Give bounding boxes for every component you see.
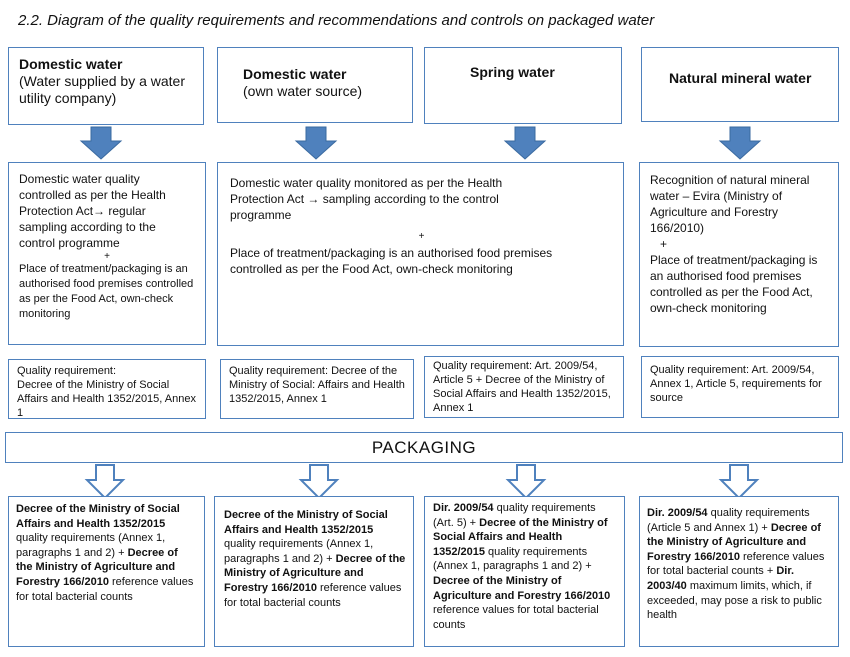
outcome-segment: reference values for total bacterial cou… — [433, 604, 599, 631]
control-text: Domestic water quality controlled as per… — [19, 172, 166, 250]
outcome-segment: reference values for total bacterial cou… — [647, 550, 825, 578]
outcome-box-domestic-utility: Decree of the Ministry of Social Affairs… — [8, 496, 205, 647]
plus-sign: + — [104, 251, 110, 262]
down-arrow-outline-icon — [298, 464, 340, 500]
down-arrow-icon — [294, 126, 338, 160]
outcome-segment: Dir. 2009/54 — [433, 502, 494, 514]
outcome-segment: reference values for total bacterial cou… — [16, 575, 194, 603]
down-arrow-outline-icon — [718, 464, 760, 500]
outcome-segment: Dir. 2009/54 — [647, 507, 708, 519]
header-title: Natural mineral water — [669, 70, 812, 86]
control-text: Place of treatment/packaging is an autho… — [230, 246, 553, 276]
plus-sign: + — [418, 231, 425, 242]
down-arrow-icon — [718, 126, 762, 160]
control-box-natural-mineral-water: Recognition of natural mineral water – E… — [639, 162, 839, 347]
requirement-box-domestic-utility: Quality requirement: Decree of the Minis… — [8, 359, 206, 419]
header-title: Domestic water — [243, 66, 347, 82]
down-arrow-outline-icon — [84, 464, 126, 500]
outcome-segment: quality requirements (Article 5 and Anne… — [647, 507, 810, 534]
outcome-segment: Decree of the Ministry of Agriculture an… — [16, 546, 178, 588]
outcome-segment: Decree of the Ministry of Social Affairs… — [224, 509, 388, 536]
outcome-segment: Decree of the Ministry of Agriculture an… — [224, 552, 406, 594]
header-spring-water: Spring water — [424, 47, 622, 124]
control-text: Place of treatment/packaging is an autho… — [650, 253, 818, 315]
outcome-segment: quality requirements (Annex 1, paragraph… — [16, 532, 166, 559]
requirement-box-domestic-own-source: Quality requirement: Decree of the Minis… — [220, 359, 414, 419]
header-domestic-utility: Domestic water (Water supplied by a wate… — [8, 47, 204, 125]
diagram-title: 2.2. Diagram of the quality requirements… — [18, 12, 655, 29]
header-subtitle: (own water source) — [243, 83, 363, 99]
outcome-segment: Decree of the Ministry of Social Affairs… — [16, 503, 180, 530]
outcome-segment: quality requirements (Annex 1, paragraph… — [224, 538, 374, 565]
down-arrow-outline-icon — [505, 464, 547, 500]
outcome-box-domestic-own-source: Decree of the Ministry of Social Affairs… — [214, 496, 414, 647]
packaging-bar: PACKAGING — [5, 432, 843, 463]
header-natural-mineral-water: Natural mineral water — [641, 47, 839, 122]
outcome-segment: reference values for total bacterial cou… — [224, 581, 402, 609]
control-box-domestic-own-source: Domestic water quality monitored as per … — [217, 162, 624, 346]
outcome-box-natural-mineral-water: Dir. 2009/54 quality requirements (Artic… — [639, 496, 839, 647]
control-box-domestic-utility: Domestic water quality controlled as per… — [8, 162, 206, 345]
header-subtitle: (Water supplied by a water utility compa… — [19, 73, 185, 106]
down-arrow-icon — [503, 126, 547, 160]
outcome-segment: Decree of the Ministry of Social Affairs… — [433, 516, 608, 558]
outcome-segment: Decree of the Ministry of Agriculture an… — [433, 574, 611, 602]
outcome-segment: quality requirements (Annex 1, paragraph… — [433, 545, 592, 573]
outcome-segment: Decree of the Ministry of Agriculture an… — [647, 521, 821, 563]
outcome-segment: Dir. 2003/40 — [647, 565, 795, 592]
plus-sign: + — [660, 237, 668, 251]
header-title: Spring water — [470, 64, 555, 80]
requirement-box-spring-water: Quality requirement: Art. 2009/54, Artic… — [424, 356, 624, 418]
outcome-segment: quality requirements (Art. 5) + — [433, 502, 596, 529]
down-arrow-icon — [79, 126, 123, 160]
outcome-segment: maximum limits, which, if exceeded, may … — [647, 579, 822, 622]
outcome-box-spring-water: Dir. 2009/54 quality requirements (Art. … — [424, 496, 625, 647]
control-text: Recognition of natural mineral water – E… — [650, 173, 810, 235]
control-text: Place of treatment/packaging is an autho… — [19, 263, 194, 320]
header-domestic-own-source: Domestic water (own water source) — [217, 47, 413, 123]
requirement-box-natural-mineral-water: Quality requirement: Art. 2009/54, Annex… — [641, 356, 839, 418]
header-title: Domestic water — [19, 56, 123, 72]
control-text: Domestic water quality monitored as per … — [230, 176, 503, 222]
